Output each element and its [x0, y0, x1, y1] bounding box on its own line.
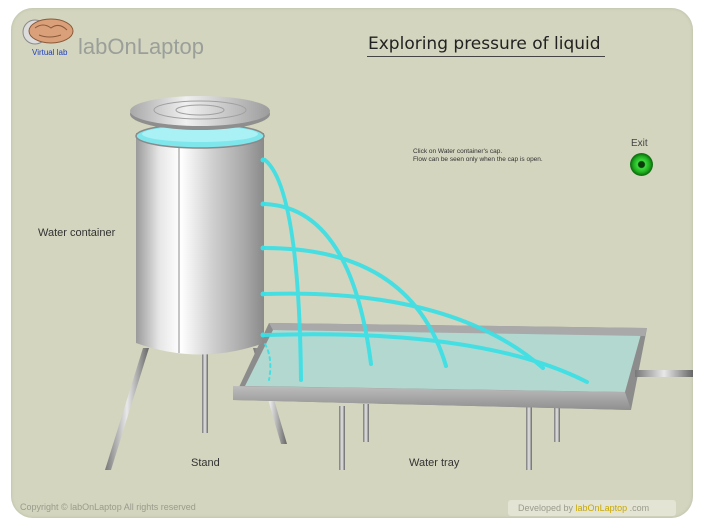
brand-logo-text: labOnLaptop — [78, 34, 204, 59]
water-jets — [263, 158, 589, 384]
tray-legs — [339, 404, 560, 470]
tray-label: Water tray — [409, 457, 460, 469]
tray-drain-pipe — [635, 370, 693, 377]
instruction-line: Flow can be seen only when the cap is op… — [413, 156, 543, 163]
water-jet — [263, 332, 589, 384]
developed-suffix: .com — [627, 503, 650, 513]
stand-label: Stand — [191, 457, 220, 469]
instruction-line: Click on Water container's cap. — [413, 148, 503, 155]
water-jet — [263, 246, 448, 368]
exit-label: Exit — [631, 138, 648, 149]
water-container[interactable] — [130, 96, 270, 355]
apparatus-scene — [22, 18, 693, 470]
water-jet — [263, 291, 545, 370]
developed-prefix: Developed by — [518, 503, 576, 513]
developer-credit: Developed by labOnLaptop .com — [508, 500, 676, 516]
container-cap[interactable] — [130, 96, 270, 130]
logo-caption: Virtual lab — [32, 48, 68, 57]
page-title: Exploring pressure of liquid — [368, 34, 601, 54]
water-jet — [263, 202, 373, 366]
app-frame: Virtual lab labOnLaptop Exploring pressu… — [11, 8, 693, 518]
instructions: Click on Water container's cap. Flow can… — [413, 148, 543, 164]
water-drip — [264, 343, 272, 381]
stand-leg — [105, 348, 149, 470]
title-underline — [367, 56, 605, 57]
brain-cd-logo-icon — [22, 18, 74, 45]
developer-link[interactable]: labOnLaptop — [575, 503, 628, 513]
exit-button[interactable] — [630, 153, 653, 176]
stand-leg — [202, 353, 208, 433]
copyright-text: Copyright © labOnLaptop All rights reser… — [20, 502, 196, 512]
container-label: Water container — [38, 227, 116, 239]
